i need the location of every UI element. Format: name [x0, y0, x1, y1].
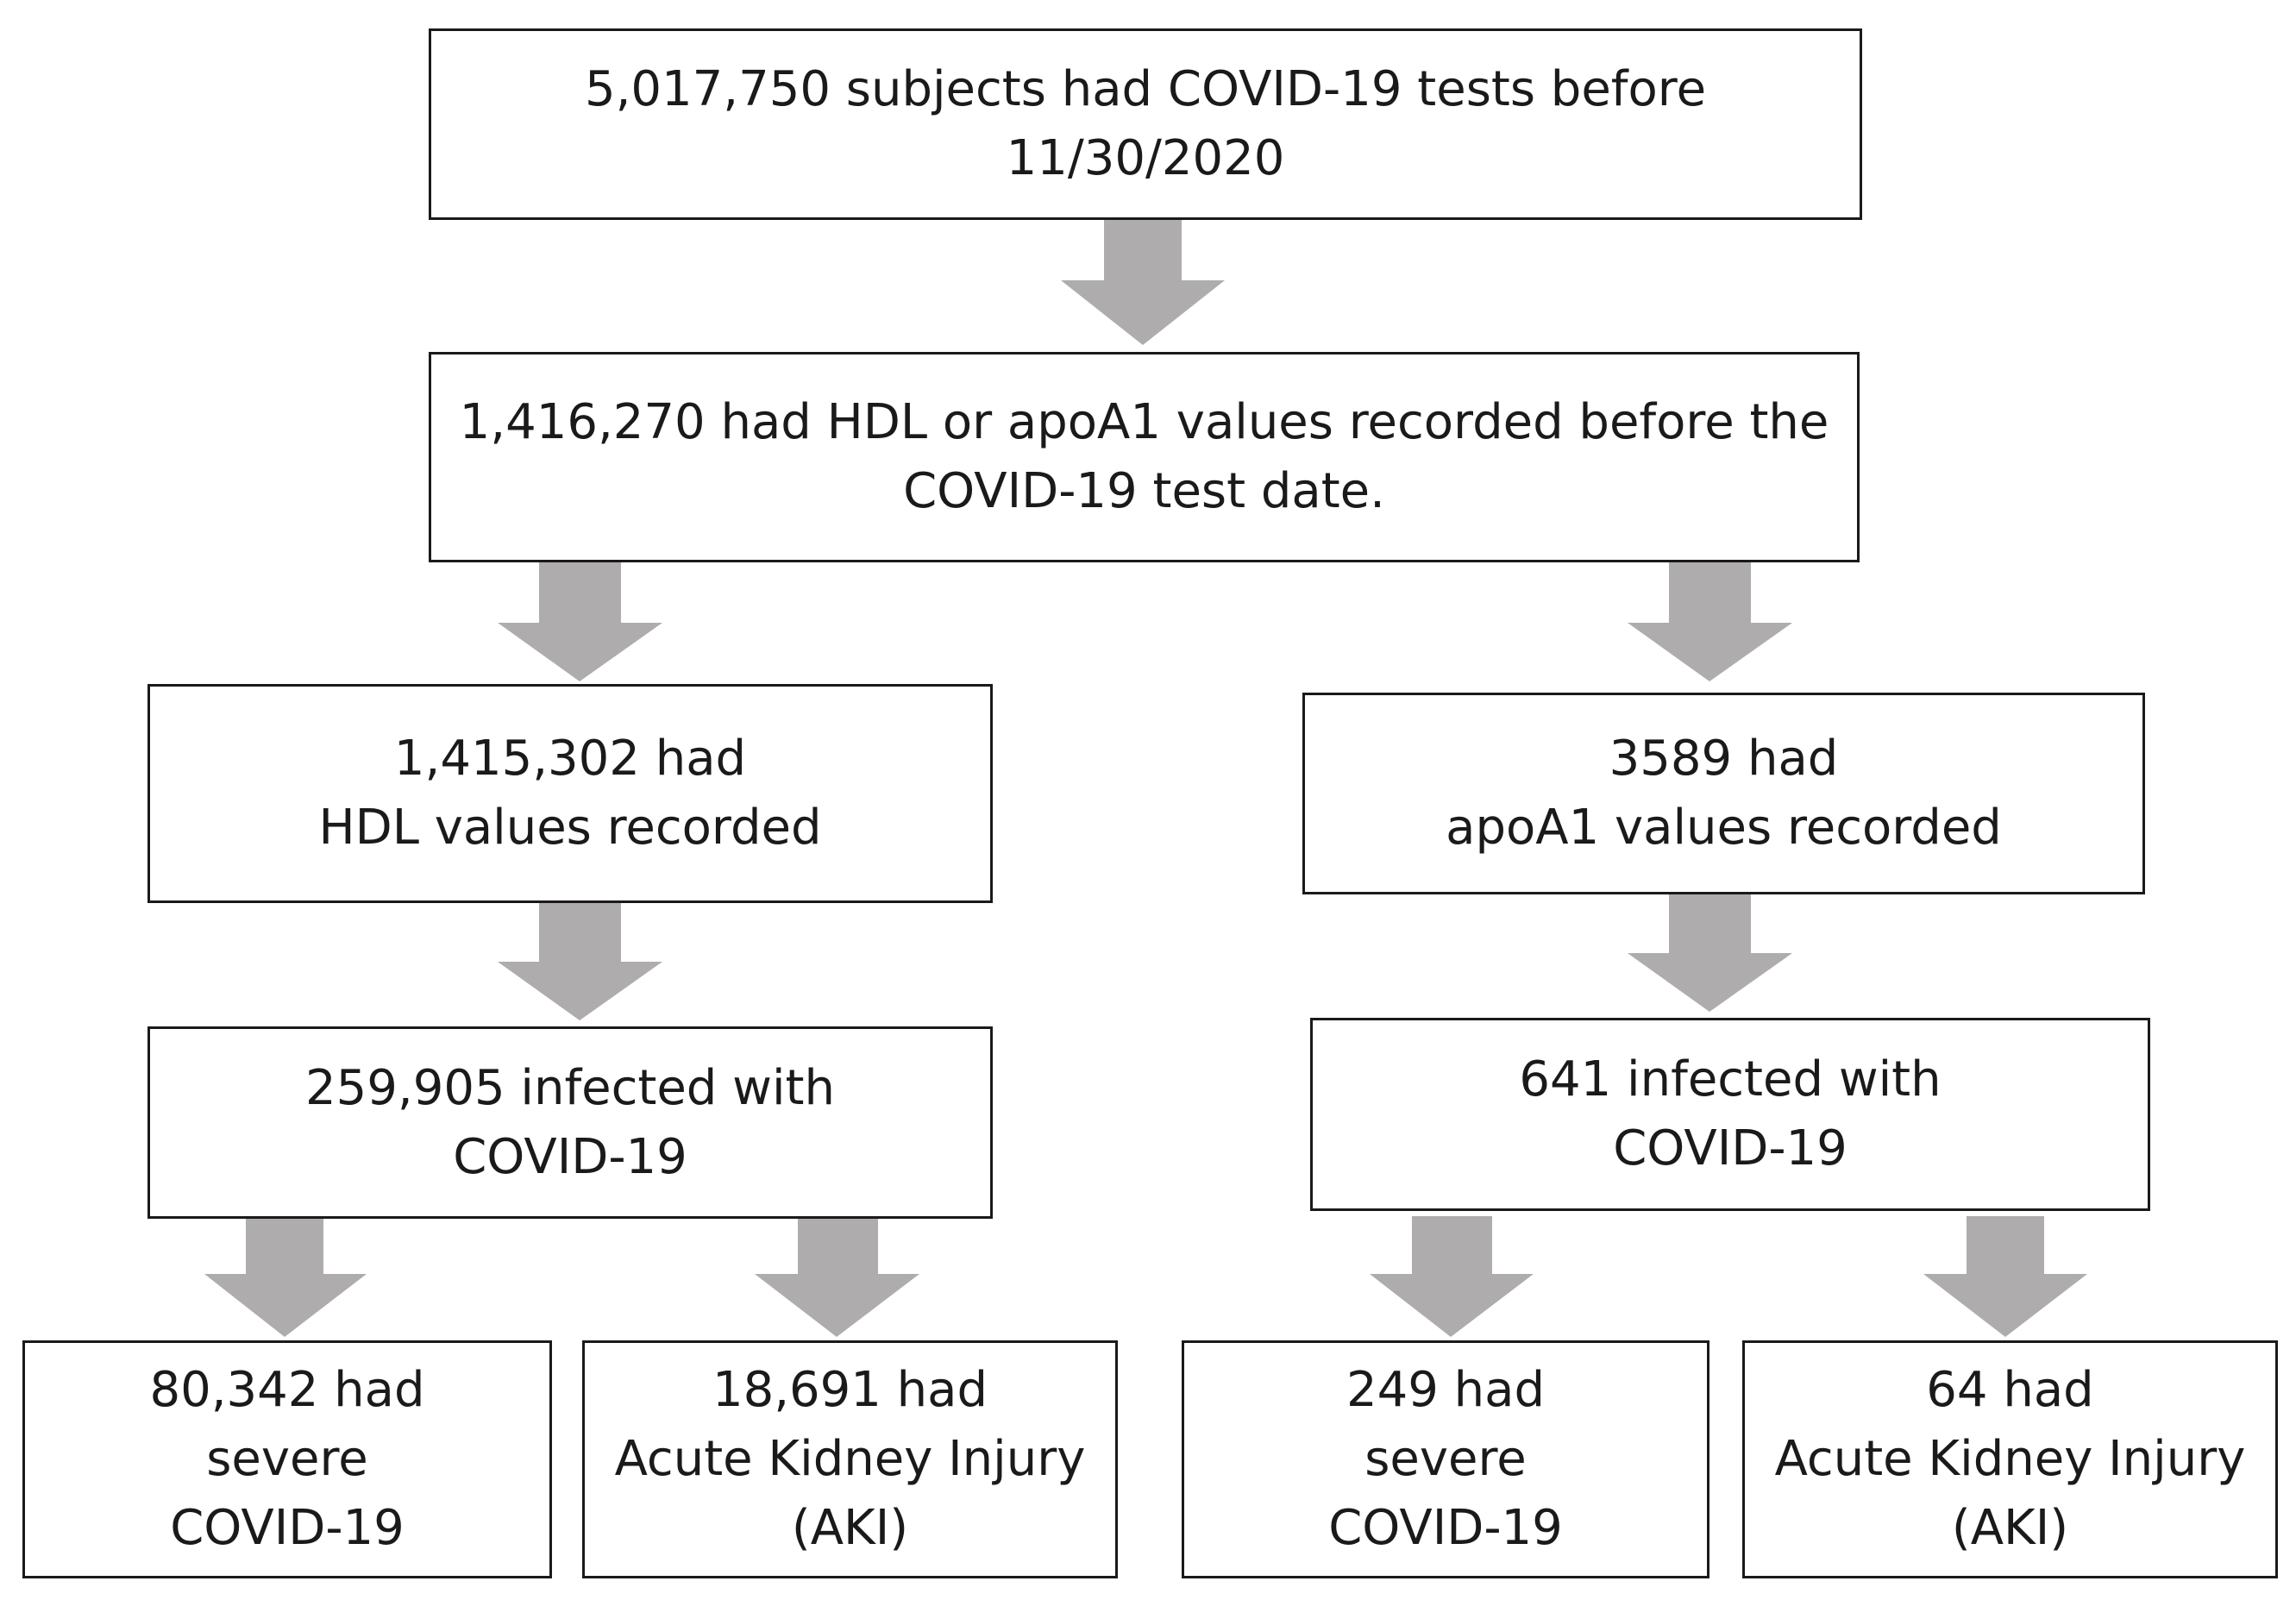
apoa1-recorded-text: 3589 had apoA1 values recorded — [1446, 725, 2002, 863]
hdl-recorded-text: 1,415,302 had HDL values recorded — [318, 725, 821, 863]
arrow-recorded-to-hdl — [498, 562, 662, 681]
arrow-recorded-to-apoa1 — [1628, 562, 1792, 681]
hdl-recorded-line-1: 1,415,302 had — [393, 731, 747, 787]
hdl-severe-text: 80,342 had severe COVID-19 — [149, 1356, 424, 1563]
root-line-2: 11/30/2020 — [1006, 130, 1285, 186]
hdl-infected-line-2: COVID-19 — [453, 1128, 687, 1185]
arrow-hdl-to-infected — [498, 903, 662, 1020]
apoa1-aki-line-2: Acute Kidney Injury — [1774, 1431, 2246, 1487]
hdl-infected-box: 259,905 infected with COVID-19 — [147, 1026, 993, 1219]
hdl-infected-line-1: 259,905 infected with — [305, 1059, 835, 1116]
apoa1-infected-line-1: 641 infected with — [1519, 1051, 1942, 1107]
recorded-line-1: 1,416,270 had HDL or apoA1 values record… — [459, 394, 1829, 450]
arrow-hdl-infected-to-severe — [204, 1219, 367, 1337]
apoa1-infected-text: 641 infected with COVID-19 — [1519, 1045, 1941, 1183]
hdl-aki-text: 18,691 had Acute Kidney Injury (AKI) — [615, 1356, 1086, 1563]
apoa1-aki-box: 64 had Acute Kidney Injury (AKI) — [1742, 1340, 2278, 1578]
apoa1-aki-text: 64 had Acute Kidney Injury (AKI) — [1775, 1356, 2246, 1563]
apoa1-severe-text: 249 had severe COVID-19 — [1328, 1356, 1563, 1563]
arrow-apoa1-infected-to-severe — [1370, 1216, 1534, 1337]
root-line-1: 5,017,750 subjects had COVID-19 tests be… — [584, 61, 1707, 117]
apoa1-recorded-box: 3589 had apoA1 values recorded — [1302, 693, 2145, 894]
hdl-aki-line-1: 18,691 had — [712, 1362, 988, 1418]
hdl-aki-box: 18,691 had Acute Kidney Injury (AKI) — [582, 1340, 1118, 1578]
hdl-recorded-line-2: HDL values recorded — [318, 800, 822, 856]
root-subjects-text: 5,017,750 subjects had COVID-19 tests be… — [585, 55, 1706, 193]
hdl-infected-text: 259,905 infected with COVID-19 — [305, 1054, 835, 1192]
apoa1-aki-line-1: 64 had — [1926, 1362, 2094, 1418]
hdl-severe-box: 80,342 had severe COVID-19 — [22, 1340, 552, 1578]
arrow-hdl-infected-to-aki — [755, 1219, 919, 1337]
recorded-line-2: COVID-19 test date. — [903, 463, 1385, 519]
apoa1-severe-line-1: 249 had — [1346, 1362, 1546, 1418]
hdl-aki-line-3: (AKI) — [791, 1500, 909, 1556]
apoa1-infected-box: 641 infected with COVID-19 — [1310, 1018, 2150, 1211]
hdl-severe-line-2: severe — [206, 1431, 368, 1487]
recorded-values-box: 1,416,270 had HDL or apoA1 values record… — [429, 352, 1860, 562]
hdl-severe-line-3: COVID-19 — [170, 1500, 405, 1556]
root-subjects-box: 5,017,750 subjects had COVID-19 tests be… — [429, 28, 1862, 220]
recorded-values-text: 1,416,270 had HDL or apoA1 values record… — [460, 388, 1829, 526]
hdl-recorded-box: 1,415,302 had HDL values recorded — [147, 684, 993, 903]
arrow-apoa1-to-infected — [1628, 894, 1792, 1012]
arrow-apoa1-infected-to-aki — [1923, 1216, 2087, 1337]
apoa1-severe-box: 249 had severe COVID-19 — [1182, 1340, 1709, 1578]
arrow-root-to-recorded — [1061, 220, 1225, 345]
hdl-severe-line-1: 80,342 had — [149, 1362, 425, 1418]
hdl-aki-line-2: Acute Kidney Injury — [614, 1431, 1086, 1487]
apoa1-severe-line-3: COVID-19 — [1328, 1500, 1563, 1556]
apoa1-aki-line-3: (AKI) — [1951, 1500, 2069, 1556]
apoa1-recorded-line-1: 3589 had — [1609, 731, 1839, 787]
apoa1-severe-line-2: severe — [1364, 1431, 1527, 1487]
apoa1-infected-line-2: COVID-19 — [1613, 1120, 1847, 1176]
apoa1-recorded-line-2: apoA1 values recorded — [1446, 800, 2002, 856]
